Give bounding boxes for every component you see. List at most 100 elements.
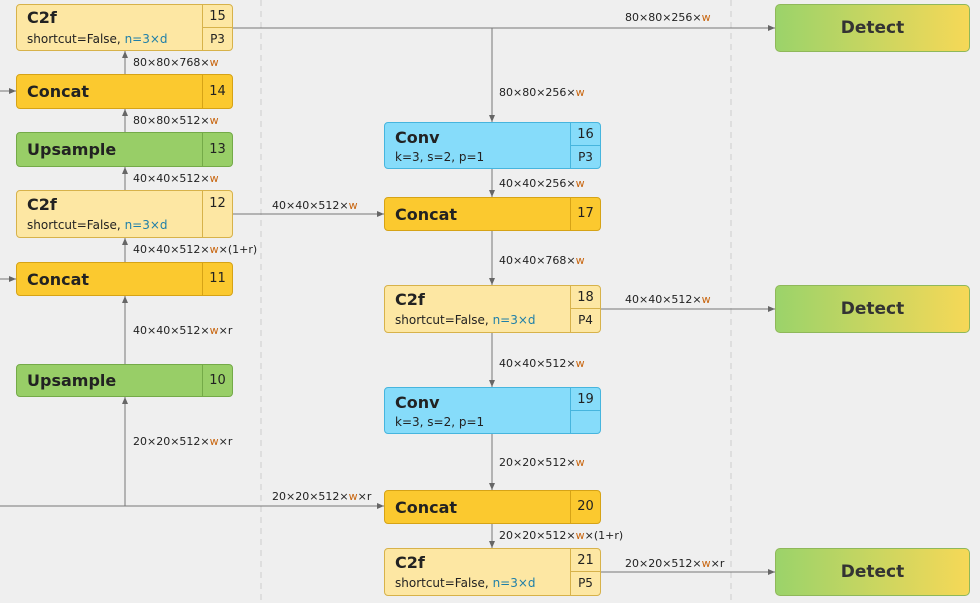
width-multiplier: w (575, 529, 585, 542)
node-params: shortcut=False, n=3×d (395, 576, 536, 590)
shape-suffix: ×r (710, 557, 725, 570)
width-multiplier: w (575, 254, 585, 267)
params-depth: n=3×d (124, 32, 168, 46)
shape-suffix: ×r (357, 490, 372, 503)
width-multiplier: w (209, 56, 219, 69)
shape-text: 80×80×512× (133, 114, 210, 127)
shape-text: 80×80×256× (625, 11, 702, 24)
node-index: 21 (570, 549, 600, 573)
edge-label-11-12: 40×40×512×w×(1+r) (133, 243, 258, 256)
node-level-tag: P3 (202, 27, 232, 50)
node-level-tag-empty (570, 410, 600, 433)
params-text: shortcut=False, (27, 218, 121, 232)
edge-label-15-detect: 80×80×256×w (625, 11, 711, 24)
shape-suffix: ×r (218, 435, 233, 448)
width-multiplier: w (209, 435, 219, 448)
node-10-upsample[interactable]: Upsample 10 (16, 364, 233, 397)
node-16-conv[interactable]: Conv k=3, s=2, p=1 16 P3 (384, 122, 601, 169)
node-level-tag: P3 (570, 145, 600, 168)
node-title: Concat (395, 205, 458, 224)
width-multiplier: w (209, 172, 219, 185)
node-title: Conv (395, 128, 440, 147)
node-index: 16 (570, 123, 600, 147)
shape-text: 20×20×512× (272, 490, 349, 503)
node-params: shortcut=False, n=3×d (395, 313, 536, 327)
node-params: shortcut=False, n=3×d (27, 32, 168, 46)
node-index: 14 (202, 75, 232, 108)
shape-text: 40×40×256× (499, 177, 576, 190)
node-title: C2f (395, 290, 425, 309)
shape-text: 80×80×256× (499, 86, 576, 99)
node-title: Upsample (27, 371, 117, 390)
edge-label-17-18: 40×40×768×w (499, 254, 585, 267)
width-multiplier: w (575, 456, 585, 469)
params-depth: n=3×d (492, 313, 536, 327)
node-title: Conv (395, 393, 440, 412)
shape-text: 20×20×512× (133, 435, 210, 448)
edge-label-12-17: 40×40×512×w (272, 199, 358, 212)
params-depth: n=3×d (492, 576, 536, 590)
node-21-c2f[interactable]: C2f shortcut=False, n=3×d 21 P5 (384, 548, 601, 596)
node-title: C2f (27, 8, 57, 27)
edge-label-13-14: 80×80×512×w (133, 114, 219, 127)
node-11-concat[interactable]: Concat 11 (16, 262, 233, 296)
node-index: 18 (570, 286, 600, 310)
node-17-concat[interactable]: Concat 17 (384, 197, 601, 231)
params-text: shortcut=False, (395, 576, 489, 590)
node-title: Concat (27, 82, 90, 101)
params-depth: n=3×d (124, 218, 168, 232)
node-12-c2f[interactable]: C2f shortcut=False, n=3×d 12 (16, 190, 233, 238)
shape-text: 40×40×512× (272, 199, 349, 212)
width-multiplier: w (575, 357, 585, 370)
shape-suffix: ×(1+r) (584, 529, 624, 542)
node-index: 10 (202, 365, 232, 396)
column-dividers (260, 0, 732, 603)
node-params: shortcut=False, n=3×d (27, 218, 168, 232)
edge-label-14-15: 80×80×768×w (133, 56, 219, 69)
params-text: shortcut=False, (395, 313, 489, 327)
node-13-upsample[interactable]: Upsample 13 (16, 132, 233, 167)
edge-label-input-10: 20×20×512×w×r (133, 435, 233, 448)
node-20-concat[interactable]: Concat 20 (384, 490, 601, 524)
shape-text: 40×40×768× (499, 254, 576, 267)
shape-text: 40×40×512× (133, 243, 210, 256)
edge-label-19-20: 20×20×512×w (499, 456, 585, 469)
detect-head-p3[interactable]: Detect (775, 4, 970, 52)
node-19-conv[interactable]: Conv k=3, s=2, p=1 19 (384, 387, 601, 434)
detect-head-p4[interactable]: Detect (775, 285, 970, 333)
edge-label-21-detect: 20×20×512×w×r (625, 557, 725, 570)
edge-label-20-21: 20×20×512×w×(1+r) (499, 529, 624, 542)
width-multiplier: w (575, 177, 585, 190)
node-params: k=3, s=2, p=1 (395, 150, 485, 164)
node-level-tag: P4 (570, 308, 600, 332)
node-title: Upsample (27, 140, 117, 159)
node-index: 17 (570, 198, 600, 230)
width-multiplier: w (701, 557, 711, 570)
shape-text: 40×40×512× (625, 293, 702, 306)
edge-label-18-19: 40×40×512×w (499, 357, 585, 370)
width-multiplier: w (209, 114, 219, 127)
shape-text: 40×40×512× (499, 357, 576, 370)
shape-text: 40×40×512× (133, 324, 210, 337)
node-index: 11 (202, 263, 232, 295)
node-params: k=3, s=2, p=1 (395, 415, 485, 429)
node-15-c2f[interactable]: C2f shortcut=False, n=3×d 15 P3 (16, 4, 233, 51)
node-14-concat[interactable]: Concat 14 (16, 74, 233, 109)
edge-label-10-11: 40×40×512×w×r (133, 324, 233, 337)
node-index: 20 (570, 491, 600, 523)
shape-text: 20×20×512× (499, 456, 576, 469)
node-18-c2f[interactable]: C2f shortcut=False, n=3×d 18 P4 (384, 285, 601, 333)
edge-label-16-17: 40×40×256×w (499, 177, 585, 190)
width-multiplier: w (575, 86, 585, 99)
shape-text: 20×20×512× (499, 529, 576, 542)
edge-label-input-20: 20×20×512×w×r (272, 490, 372, 503)
node-index: 13 (202, 133, 232, 166)
detect-head-p5[interactable]: Detect (775, 548, 970, 596)
width-multiplier: w (348, 199, 358, 212)
node-index: 19 (570, 388, 600, 412)
width-multiplier: w (701, 293, 711, 306)
shape-suffix: ×(1+r) (218, 243, 258, 256)
node-title: C2f (395, 553, 425, 572)
